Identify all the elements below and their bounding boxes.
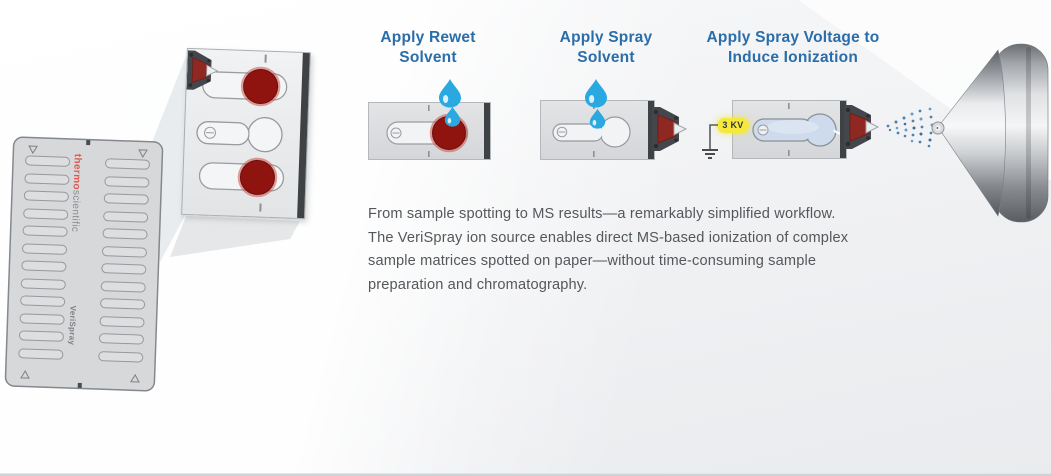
step-title-rewet: Apply Rewet Solvent xyxy=(348,28,508,68)
verispray-label: VeriSpray xyxy=(67,305,78,346)
workflow-description: From sample spotting to MS results—a rem… xyxy=(368,203,928,297)
spray-emitter-icon xyxy=(844,104,880,150)
card-edge-strip xyxy=(484,103,490,159)
zoom-panel xyxy=(181,47,311,220)
card-well-spotted xyxy=(386,105,469,157)
description-line: The VeriSpray ion source enables direct … xyxy=(368,229,849,246)
sample-well-grid xyxy=(18,155,151,363)
bottom-divider xyxy=(0,474,1051,476)
step-title-spray: Apply Spray Solvent xyxy=(526,28,686,68)
droplet-icon-small xyxy=(444,106,461,127)
card-well-keyhole xyxy=(552,103,631,157)
sample-plate-graphic xyxy=(4,136,164,392)
zoom-panel-wells xyxy=(196,54,288,212)
ground-icon xyxy=(702,124,718,159)
description-line: preparation and chromatography. xyxy=(368,276,588,293)
step-title-line: Solvent xyxy=(577,49,635,66)
spray-emitter-icon xyxy=(186,49,219,92)
card-well-filled xyxy=(752,103,840,156)
zoom-well-empty xyxy=(196,117,283,153)
ms-inlet-cone xyxy=(931,43,1049,223)
sample-plate: thermoscientific VeriSpray xyxy=(4,135,165,392)
bottom-divider-light xyxy=(0,473,1051,474)
droplet-icon-small xyxy=(589,108,606,129)
droplet-icon xyxy=(438,78,462,108)
step-title-line: Induce Ionization xyxy=(728,49,858,66)
card-edge-strip xyxy=(840,101,846,158)
droplet-icon xyxy=(584,78,608,108)
step-title-line: Apply Spray xyxy=(559,29,653,46)
card-edge-strip xyxy=(648,101,654,159)
step-title-line: Solvent xyxy=(399,49,457,66)
spray-emitter-icon xyxy=(652,106,688,152)
zoom-well-spotted-1 xyxy=(202,66,288,107)
step-card-voltage xyxy=(732,100,847,159)
step-title-voltage: Apply Spray Voltage to Induce Ionization xyxy=(683,28,903,68)
step-title-line: Apply Rewet xyxy=(380,29,476,46)
step-card-rewet xyxy=(368,102,491,160)
scientific-logo-text: scientific xyxy=(69,189,82,233)
voltage-badge: 3 KV xyxy=(717,118,749,133)
zoom-well-spotted-2 xyxy=(198,157,285,198)
description-line: sample matrices spotted on paper—without… xyxy=(368,253,817,269)
description-line: From sample spotting to MS results—a rem… xyxy=(368,206,836,222)
step-title-line: Apply Spray Voltage to xyxy=(706,29,880,46)
thermo-logo-text: thermo xyxy=(70,153,83,191)
spray-plume-icon xyxy=(886,107,934,148)
